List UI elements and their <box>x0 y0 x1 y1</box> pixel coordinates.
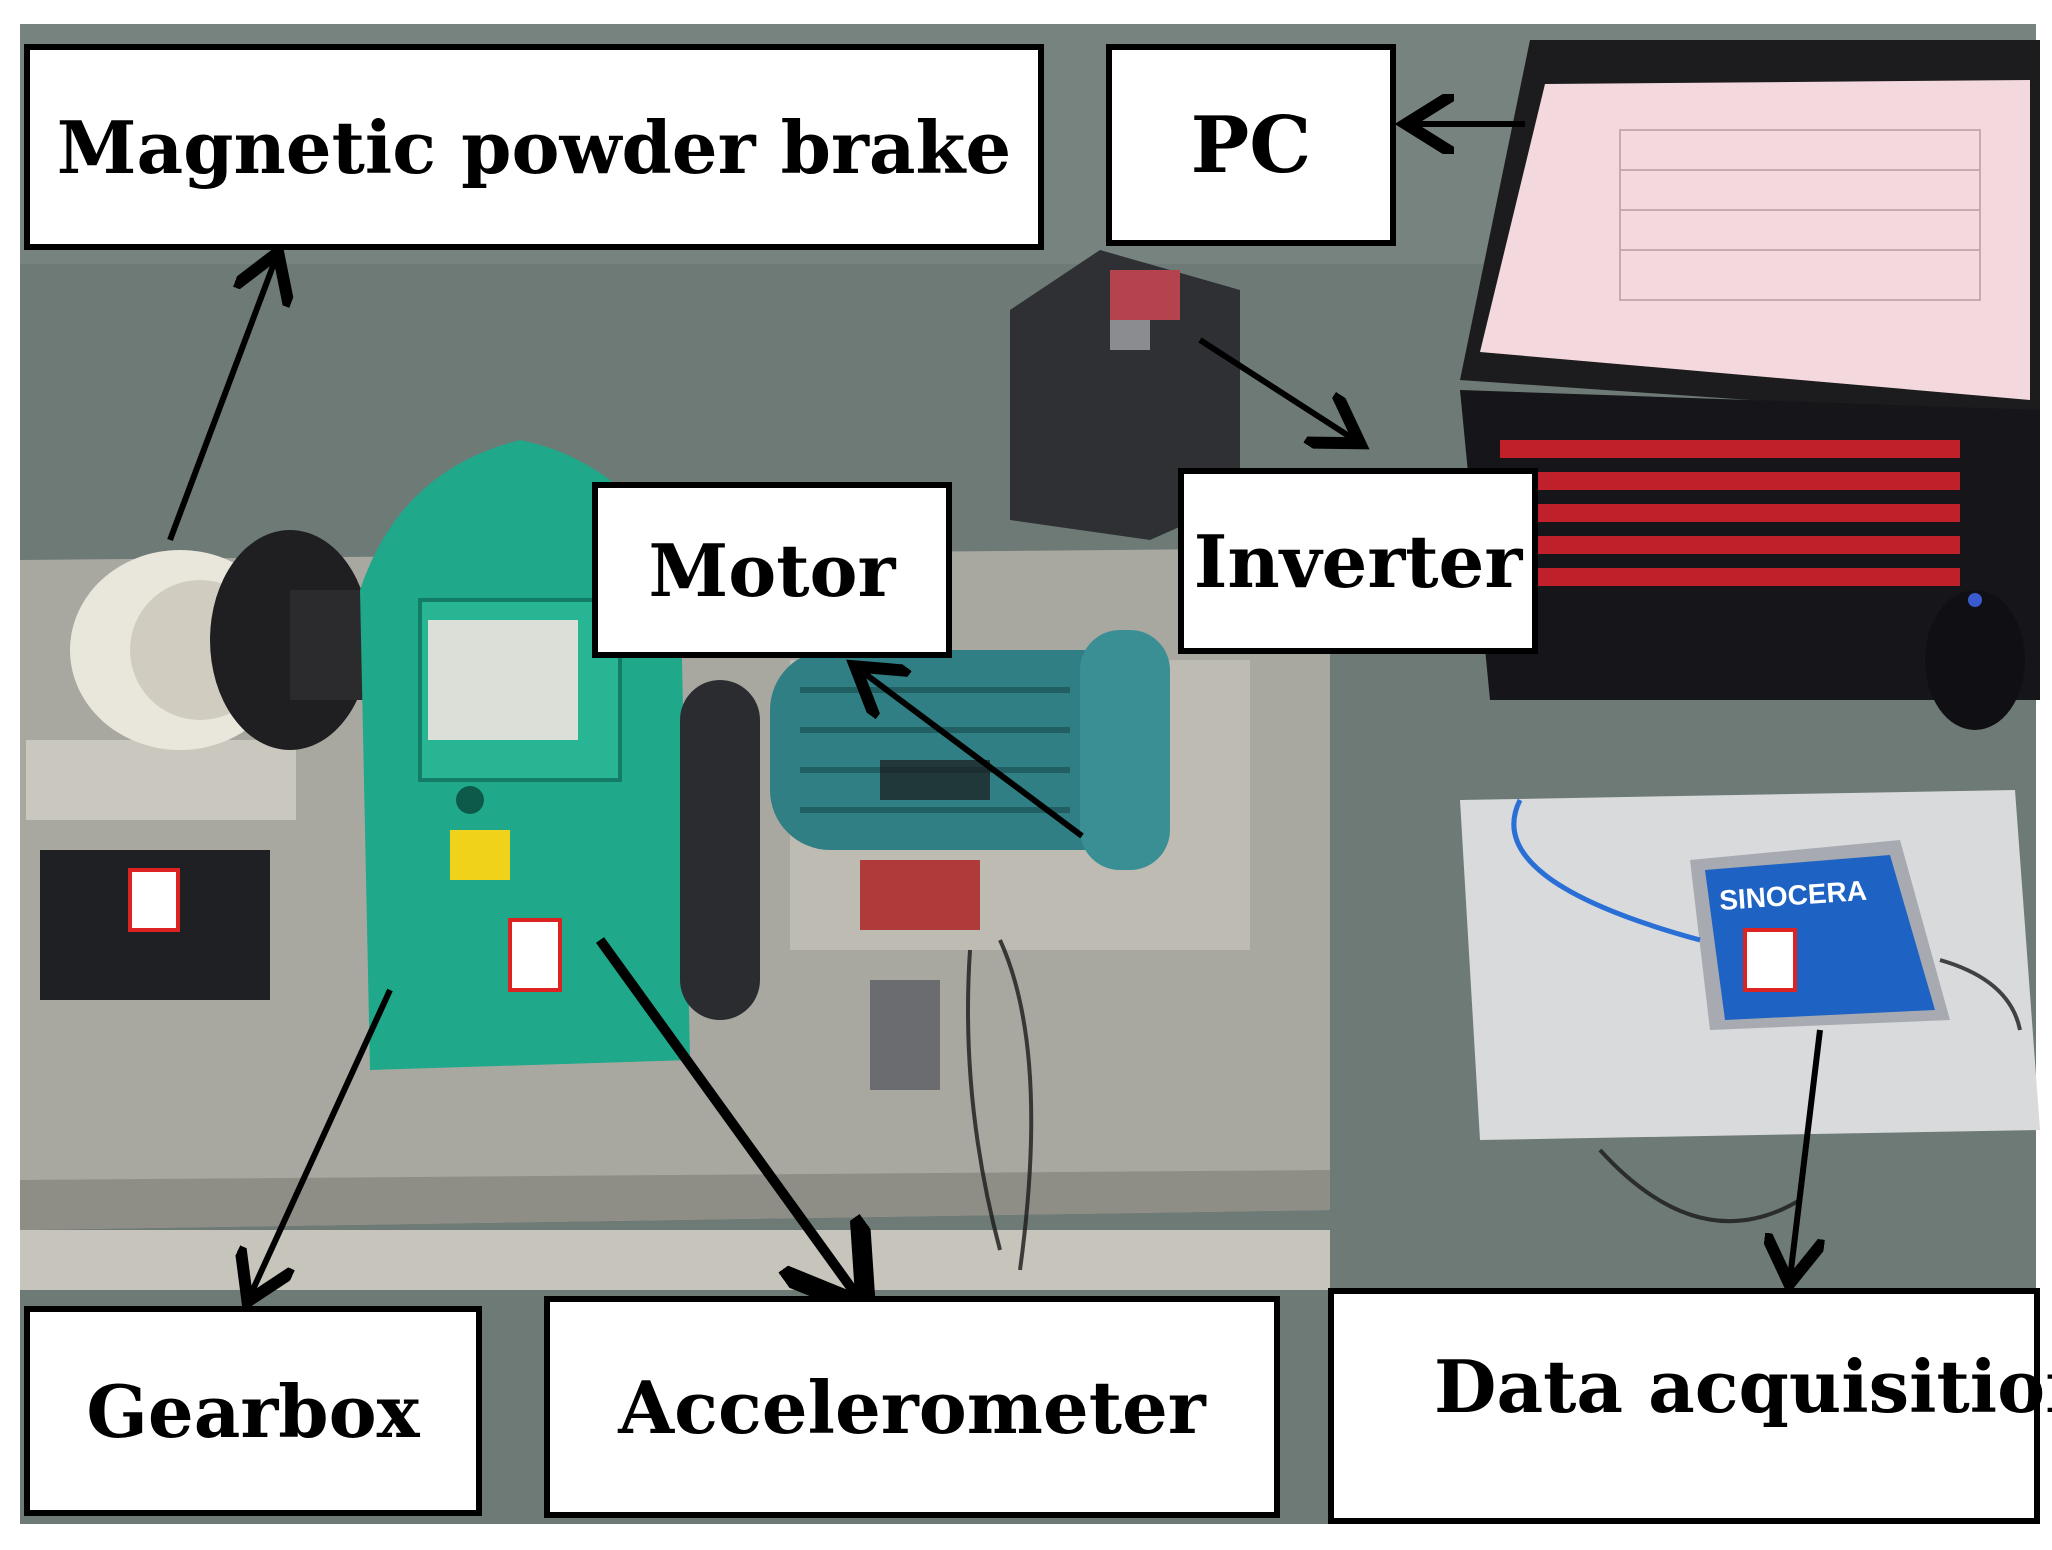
label-text: Accelerometer <box>618 1364 1206 1450</box>
label-accelerometer: Accelerometer <box>544 1296 1280 1518</box>
label-text: Inverter <box>1193 518 1523 604</box>
laptop <box>1460 40 2040 730</box>
pointer-arrows <box>167 124 1820 1300</box>
label-text: Motor <box>648 527 896 613</box>
label-magnetic-powder-brake: Magnetic powder brake <box>24 44 1044 250</box>
label-text: Gearbox <box>86 1368 420 1454</box>
label-motor: Motor <box>592 482 952 658</box>
arrow-brake <box>167 258 276 542</box>
label-text: PC <box>1190 99 1312 191</box>
label-text: Data acquisition <box>1434 1343 2052 1429</box>
arrow-daq <box>1790 1029 1820 1278</box>
magnetic-powder-brake <box>26 530 390 1000</box>
arrow-inverter <box>1198 337 1355 440</box>
inverter <box>1010 250 1240 540</box>
label-inverter: Inverter <box>1178 468 1538 654</box>
data-acquisition-unit: SINOCERA <box>1460 790 2040 1140</box>
label-text: Magnetic powder brake <box>56 104 1012 190</box>
arrow-gearbox <box>250 988 393 1296</box>
arrow-accelerometer <box>595 937 860 1300</box>
label-gearbox: Gearbox <box>24 1306 482 1516</box>
arrow-motor <box>860 670 1084 839</box>
label-pc: PC <box>1106 44 1396 246</box>
label-data-acquisition: Data acquisition <box>1328 1288 2052 1524</box>
